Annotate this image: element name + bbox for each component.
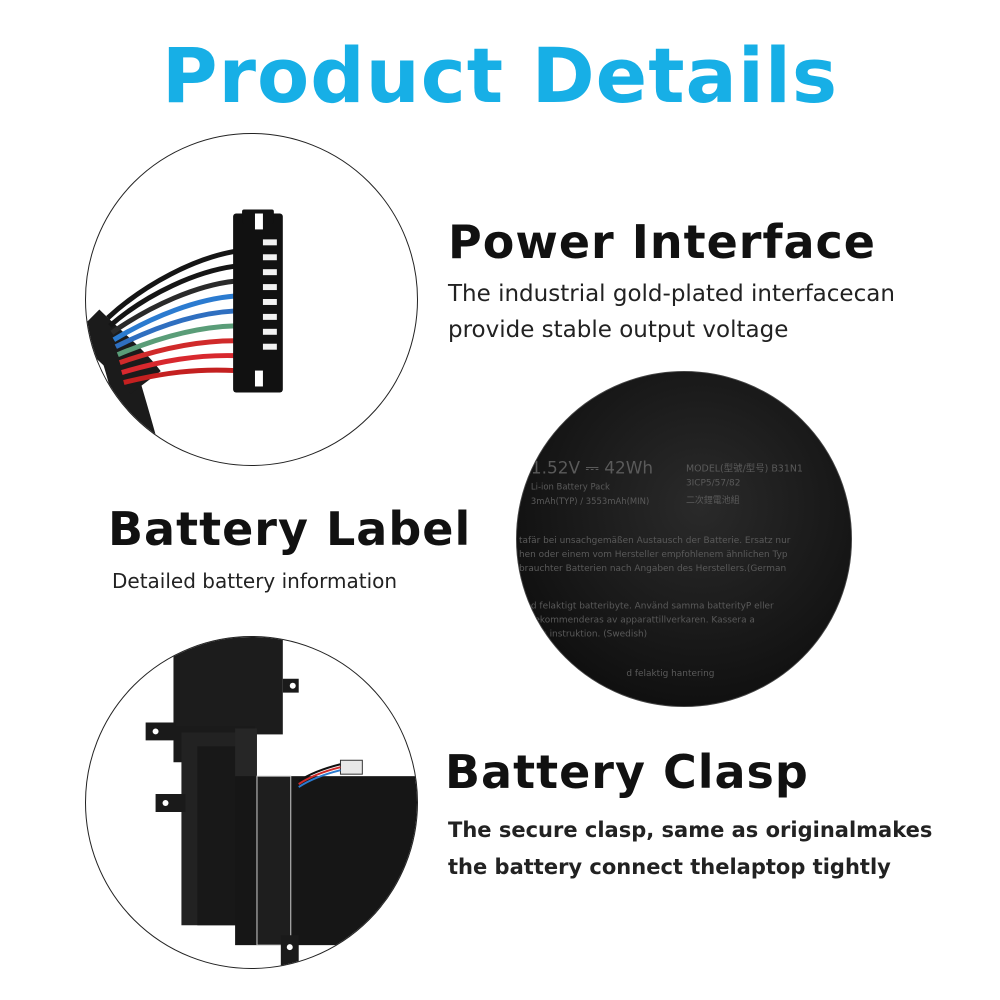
label-swedish-line-3: ens instruktion. (Swedish) bbox=[531, 629, 647, 639]
battery-clasp-description-line-2: the battery connect thelaptop tightly bbox=[448, 855, 891, 879]
battery-clasp-description-line-1: The secure clasp, same as originalmakes bbox=[448, 818, 933, 842]
label-capacity-text: 3mAh(TYP) / 3553mAh(MIN) bbox=[531, 496, 649, 506]
battery-label-description: Detailed battery information bbox=[112, 569, 398, 593]
power-interface-heading: Power Interface bbox=[448, 215, 876, 269]
battery-label-closeup-icon: 1.52V ⎓ 42Wh MODEL(型號/型号) B31N1 3ICP5/57… bbox=[517, 372, 851, 706]
label-voltage-text: 1.52V ⎓ 42Wh bbox=[531, 457, 653, 477]
battery-clasp-image bbox=[85, 636, 418, 969]
battery-clasp-heading: Battery Clasp bbox=[445, 745, 809, 799]
label-swedish-line-4: d felaktig hantering bbox=[626, 669, 714, 679]
label-swedish-line-1: d felaktigt batteribyte. Använd samma ba… bbox=[531, 602, 774, 612]
battery-label-image: 1.52V ⎓ 42Wh MODEL(型號/型号) B31N1 3ICP5/57… bbox=[516, 371, 852, 707]
label-model-text: MODEL(型號/型号) B31N1 bbox=[686, 462, 803, 474]
battery-clasp-description: The secure clasp, same as originalmakes … bbox=[448, 812, 993, 886]
power-interface-description: The industrial gold-plated interfacecan … bbox=[448, 276, 988, 348]
label-chinese-text: 二次鋰電池組 bbox=[686, 494, 740, 506]
label-pack-text: Li-ion Battery Pack bbox=[531, 481, 610, 491]
power-interface-description-line-2: provide stable output voltage bbox=[448, 317, 789, 343]
label-german-line-3: brauchter Batterien nach Angaben des Her… bbox=[519, 564, 786, 574]
power-interface-description-line-1: The industrial gold-plated interfacecan bbox=[448, 281, 895, 307]
battery-clasp-photo-icon bbox=[145, 637, 417, 968]
label-swedish-line-2: rekommenderas av apparattillverkaren. Ka… bbox=[531, 616, 755, 626]
battery-connector-cable-icon bbox=[86, 209, 283, 465]
label-cells-text: 3ICP5/57/82 bbox=[686, 478, 740, 488]
page-title: Product Details bbox=[161, 31, 839, 120]
battery-label-heading: Battery Label bbox=[108, 502, 472, 556]
label-german-line-2: hen oder einem vom Hersteller empfohlene… bbox=[519, 550, 788, 560]
label-german-line-1: tafär bei unsachgemäßen Austausch der Ba… bbox=[519, 536, 791, 546]
power-interface-image bbox=[85, 133, 418, 466]
